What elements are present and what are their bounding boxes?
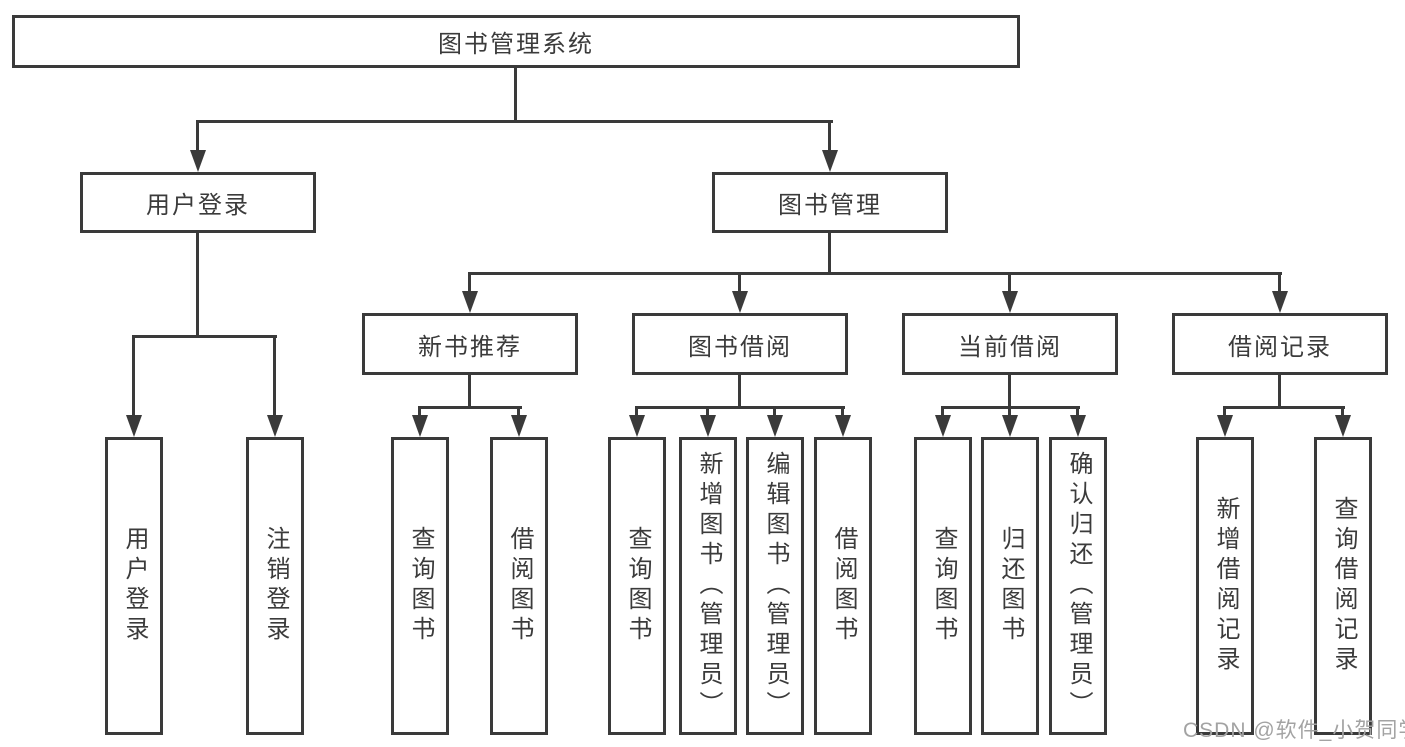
leaf-query-book-borrow: 查询图书 xyxy=(608,437,666,735)
arrow-down-icon xyxy=(629,415,645,437)
leaf-add-book-admin-label: 新增图书（管理员） xyxy=(695,451,722,721)
leaf-user-login-label: 用户登录 xyxy=(121,526,148,646)
node-user-login: 用户登录 xyxy=(80,172,316,233)
connector-line-v xyxy=(1278,272,1281,294)
connector-line-v xyxy=(1278,375,1281,408)
connector-line-v xyxy=(1008,272,1011,294)
connector-line-v xyxy=(828,233,831,274)
arrow-down-icon xyxy=(935,415,951,437)
arrow-down-icon xyxy=(767,415,783,437)
leaf-query-book-borrow-label: 查询图书 xyxy=(624,526,651,646)
connector-line-v xyxy=(468,375,471,408)
arrow-down-icon xyxy=(267,415,283,437)
connector-line-v xyxy=(418,406,421,418)
node-new-book-recommend-label: 新书推荐 xyxy=(418,333,522,361)
leaf-edit-book-admin: 编辑图书（管理员） xyxy=(746,437,804,735)
connector-line-v xyxy=(706,406,709,418)
leaf-return-book: 归还图书 xyxy=(981,437,1039,735)
connector-line-v xyxy=(773,406,776,418)
connector-line-v xyxy=(132,335,135,417)
csdn-watermark: CSDN @软件_小贺同学 xyxy=(1183,719,1405,742)
arrow-down-icon xyxy=(1002,415,1018,437)
node-book-management: 图书管理 xyxy=(712,172,948,233)
arrow-down-icon xyxy=(511,415,527,437)
node-current-borrow: 当前借阅 xyxy=(902,313,1118,375)
leaf-return-book-label: 归还图书 xyxy=(997,526,1024,646)
leaf-edit-book-admin-label: 编辑图书（管理员） xyxy=(762,451,789,721)
connector-line-v xyxy=(196,120,199,153)
arrow-down-icon xyxy=(462,291,478,313)
connector-line-v xyxy=(635,406,638,418)
arrow-down-icon xyxy=(700,415,716,437)
arrow-down-icon xyxy=(190,150,206,172)
leaf-query-book-recommend: 查询图书 xyxy=(391,437,449,735)
arrow-down-icon xyxy=(1070,415,1086,437)
connector-line-h xyxy=(635,406,845,409)
arrow-down-icon xyxy=(1335,415,1351,437)
leaf-query-book-current: 查询图书 xyxy=(914,437,972,735)
node-new-book-recommend: 新书推荐 xyxy=(362,313,578,375)
node-borrow-records: 借阅记录 xyxy=(1172,313,1388,375)
connector-line-v xyxy=(941,406,944,418)
leaf-query-book-recommend-label: 查询图书 xyxy=(407,526,434,646)
connector-line-v xyxy=(1008,375,1011,408)
node-book-borrow-label: 图书借阅 xyxy=(688,333,792,361)
arrow-down-icon xyxy=(1217,415,1233,437)
connector-line-v xyxy=(273,335,276,417)
connector-line-v xyxy=(738,375,741,408)
leaf-borrow-book-recommend-label: 借阅图书 xyxy=(506,526,533,646)
connector-line-v xyxy=(1076,406,1079,418)
node-root-label: 图书管理系统 xyxy=(438,31,594,58)
leaf-add-book-admin: 新增图书（管理员） xyxy=(679,437,737,735)
arrow-down-icon xyxy=(1002,291,1018,313)
connector-line-v xyxy=(468,272,471,294)
leaf-query-borrow-record: 查询借阅记录 xyxy=(1314,437,1372,735)
arrow-down-icon xyxy=(126,415,142,437)
node-root-system: 图书管理系统 xyxy=(12,15,1020,68)
arrow-down-icon xyxy=(1272,291,1288,313)
connector-line-v xyxy=(517,406,520,418)
leaf-borrow-book: 借阅图书 xyxy=(814,437,872,735)
connector-line-v xyxy=(514,68,517,122)
node-current-borrow-label: 当前借阅 xyxy=(958,333,1062,361)
leaf-query-book-current-label: 查询图书 xyxy=(930,526,957,646)
connector-line-v xyxy=(1223,406,1226,418)
connector-line-v xyxy=(738,272,741,294)
arrow-down-icon xyxy=(835,415,851,437)
connector-line-v xyxy=(1341,406,1344,418)
connector-line-h xyxy=(418,406,522,409)
leaf-add-borrow-record-label: 新增借阅记录 xyxy=(1212,496,1239,676)
leaf-logout-label: 注销登录 xyxy=(262,526,289,646)
connector-line-v xyxy=(841,406,844,418)
node-user-login-label: 用户登录 xyxy=(146,192,250,219)
connector-line-h xyxy=(1223,406,1345,409)
leaf-query-borrow-record-label: 查询借阅记录 xyxy=(1330,496,1357,676)
node-book-borrow: 图书借阅 xyxy=(632,313,848,375)
connector-line-h xyxy=(468,272,1282,275)
leaf-confirm-return-admin: 确认归还（管理员） xyxy=(1049,437,1107,735)
leaf-user-login: 用户登录 xyxy=(105,437,163,735)
connector-line-h xyxy=(196,120,833,123)
node-borrow-records-label: 借阅记录 xyxy=(1228,333,1332,361)
leaf-add-borrow-record: 新增借阅记录 xyxy=(1196,437,1254,735)
connector-line-v xyxy=(828,120,831,153)
leaf-borrow-book-recommend: 借阅图书 xyxy=(490,437,548,735)
leaf-logout: 注销登录 xyxy=(246,437,304,735)
leaf-borrow-book-label: 借阅图书 xyxy=(830,526,857,646)
leaf-confirm-return-admin-label: 确认归还（管理员） xyxy=(1065,451,1092,721)
connector-line-v xyxy=(1008,406,1011,418)
arrow-down-icon xyxy=(732,291,748,313)
arrow-down-icon xyxy=(822,150,838,172)
node-book-management-label: 图书管理 xyxy=(778,192,882,219)
connector-line-v xyxy=(196,233,199,337)
arrow-down-icon xyxy=(412,415,428,437)
connector-line-h xyxy=(132,335,277,338)
